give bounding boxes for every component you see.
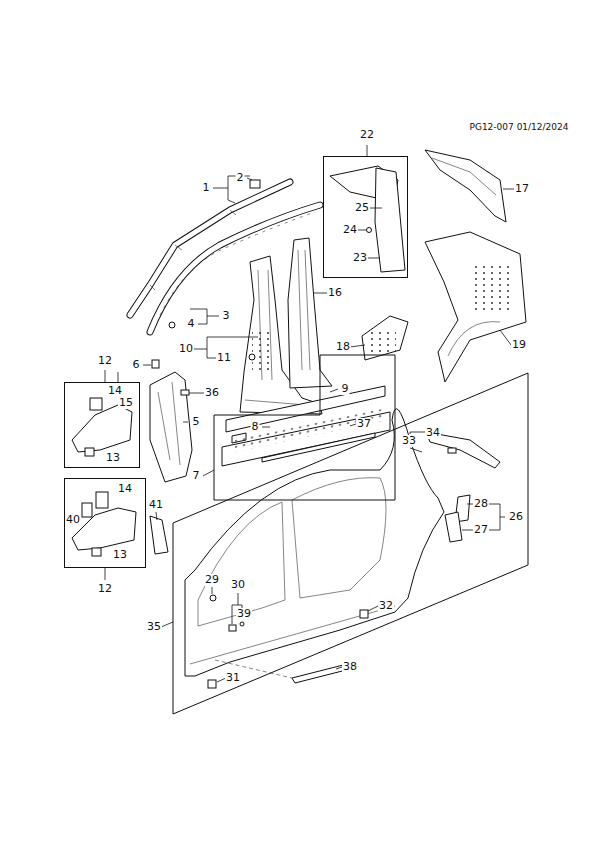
wheel-arch [448, 322, 500, 356]
bracket [445, 512, 462, 542]
callout-number: 8 [251, 421, 260, 433]
callout-number: 32 [378, 600, 394, 612]
callout-number: 27 [473, 524, 489, 536]
callout-number: 38 [342, 661, 358, 673]
fastener [448, 448, 456, 453]
callout-number: 35 [146, 621, 162, 633]
frame-line [65, 479, 146, 568]
bracket [92, 548, 101, 556]
callout-number: 28 [473, 498, 489, 510]
inset-frame: 14401312 [64, 478, 146, 568]
callout-number: 19 [511, 339, 527, 351]
callout-number: 36 [204, 387, 220, 399]
a-pillar-detail [158, 382, 180, 465]
frame-line [173, 373, 528, 714]
bracket [82, 503, 92, 517]
hinge-pillar-part [72, 405, 132, 452]
callout-number: 13 [112, 549, 128, 561]
leader-lines [105, 145, 514, 682]
small-bracket [150, 516, 168, 554]
callout-number: 12 [97, 583, 113, 595]
callout-number: 39 [236, 608, 252, 620]
b-pillar-holes [252, 330, 270, 370]
callout-number: 37 [356, 418, 372, 430]
fastener [360, 610, 368, 618]
callout-number: 10 [178, 343, 194, 355]
callout-number: 18 [335, 341, 351, 353]
panel-holes [470, 262, 514, 312]
callout-number: 30 [230, 579, 246, 591]
rear-door-opening [292, 478, 386, 598]
fastener [367, 228, 372, 233]
fastener [229, 625, 236, 631]
front-door-opening [198, 502, 285, 626]
callout-number: 5 [192, 416, 201, 428]
inset-frame: 353334282627293039323138 [173, 373, 528, 714]
callout-number: 6 [132, 359, 141, 371]
fastener [152, 360, 159, 368]
callout-number: 14 [107, 385, 123, 397]
callout-number: 9 [341, 383, 350, 395]
rear-rail [425, 150, 506, 222]
callout-number: 15 [118, 397, 134, 409]
inset-frame: 79837 [214, 355, 395, 500]
callout-number: 23 [352, 252, 368, 264]
callout-number: 24 [342, 224, 358, 236]
sill-line [190, 606, 395, 664]
callout-number: 17 [514, 183, 530, 195]
inset-frame: 22252423 [323, 156, 408, 278]
callout-number: 33 [401, 435, 417, 447]
callout-number: 11 [216, 352, 232, 364]
a-pillar-lower [150, 372, 192, 482]
frame-outline [64, 382, 140, 468]
callout-number: 2 [236, 172, 245, 184]
callout-number: 40 [65, 514, 81, 526]
rear-inner-panel [425, 232, 526, 382]
frame-line [214, 355, 395, 500]
callout-number: 26 [508, 511, 524, 523]
bracket-holes [368, 330, 396, 352]
callout-number: 41 [148, 499, 164, 511]
callout-number: 7 [192, 470, 201, 482]
sill-trim [292, 662, 358, 683]
callout-number: 3 [222, 310, 231, 322]
inset-frame: 12141513 [64, 382, 140, 468]
fastener [208, 680, 216, 688]
fastener [181, 390, 189, 395]
quarter-bracket [362, 316, 408, 360]
rear-rail-detail [432, 158, 496, 195]
callout-number: 13 [105, 452, 121, 464]
callout-number: 16 [327, 287, 343, 299]
callout-number: 12 [97, 355, 113, 367]
frame-line [65, 383, 140, 468]
bracket [96, 492, 108, 508]
callout-number: 22 [359, 129, 375, 141]
fastener [249, 354, 255, 360]
inner-b-pillar-detail [298, 250, 310, 370]
callout-number: PG12-007 01/12/2024 [468, 121, 569, 133]
callout-number: 25 [354, 202, 370, 214]
callout-number: 31 [225, 672, 241, 684]
fastener [210, 595, 216, 601]
callout-number: 14 [117, 483, 133, 495]
body-side-outer [185, 409, 444, 676]
inner-b-pillar [288, 238, 332, 388]
fastener [240, 622, 244, 626]
callout-number: 29 [204, 574, 220, 586]
callout-number: 4 [187, 318, 196, 330]
frame-line [324, 157, 408, 278]
callout-number: 1 [202, 182, 211, 194]
bracket [90, 398, 102, 410]
c-pillar-inner [375, 168, 405, 272]
callout-number: 34 [425, 427, 441, 439]
bracket [85, 448, 94, 456]
